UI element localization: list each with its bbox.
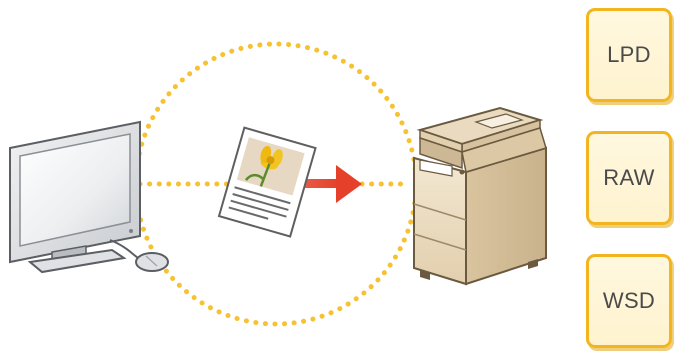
protocol-label: RAW bbox=[603, 165, 654, 191]
protocol-box-wsd: WSD bbox=[586, 254, 672, 348]
protocol-box-raw: RAW bbox=[586, 131, 672, 225]
protocol-label: WSD bbox=[603, 288, 655, 314]
computer-icon bbox=[10, 122, 168, 272]
protocol-box-lpd: LPD bbox=[586, 8, 672, 102]
protocol-label: LPD bbox=[607, 42, 651, 68]
printer-icon bbox=[414, 108, 546, 284]
document-icon bbox=[219, 128, 315, 237]
